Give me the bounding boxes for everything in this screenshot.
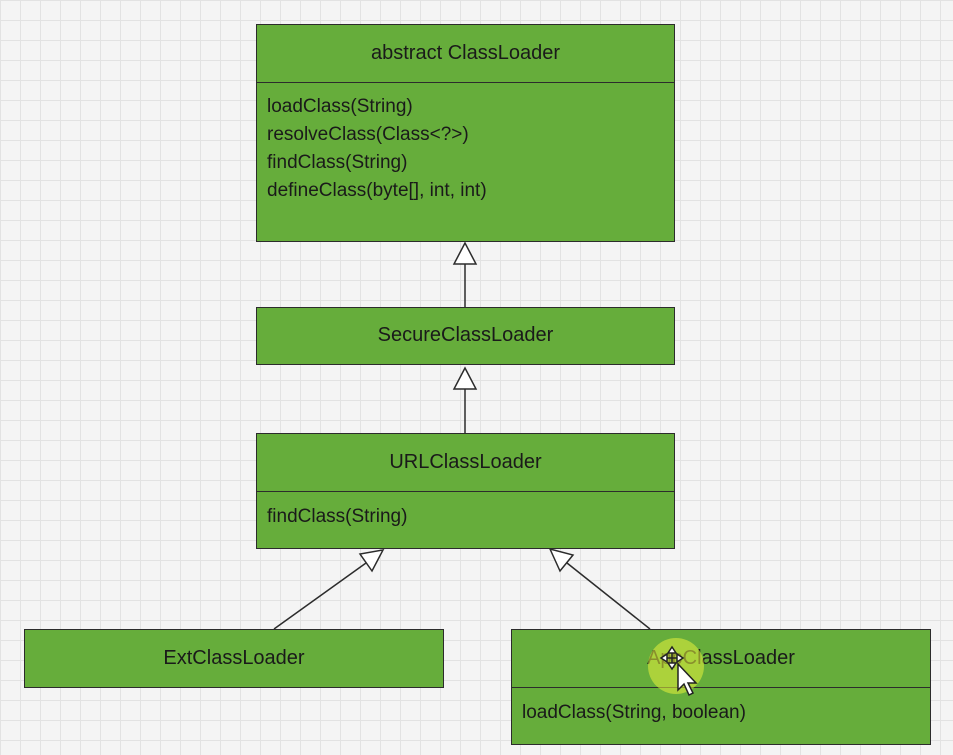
class-name: ExtClassLoader xyxy=(163,647,305,669)
class-box-extclassloader: ExtClassLoader xyxy=(24,629,444,688)
class-box-classloader: abstract ClassLoader loadClass(String) r… xyxy=(256,24,675,242)
class-box-secureclassloader: SecureClassLoader xyxy=(256,307,675,365)
method-item: findClass(String) xyxy=(267,152,408,173)
class-box-urlclassloader: URLClassLoader findClass(String) xyxy=(256,433,675,549)
inheritance-arrowhead xyxy=(358,549,385,573)
inheritance-arrowhead xyxy=(548,547,575,573)
inheritance-line-ext-to-url xyxy=(273,562,367,630)
inheritance-arrowhead xyxy=(452,366,478,390)
inheritance-line-app-to-url xyxy=(566,562,651,630)
class-name: abstract ClassLoader xyxy=(257,25,674,83)
inheritance-arrowhead xyxy=(452,241,478,265)
method-item: resolveClass(Class<?>) xyxy=(267,124,469,145)
class-name: URLClassLoader xyxy=(257,434,674,492)
method-item: defineClass(byte[], int, int) xyxy=(267,180,487,201)
class-name: SecureClassLoader xyxy=(377,324,554,346)
method-item: loadClass(String) xyxy=(267,96,413,117)
class-name: AppClassLoader xyxy=(512,630,930,688)
method-list: findClass(String) xyxy=(257,492,674,539)
method-list: loadClass(String, boolean) xyxy=(512,688,930,735)
method-list: loadClass(String) resolveClass(Class<?>)… xyxy=(257,83,674,213)
method-item: findClass(String) xyxy=(267,506,408,527)
class-box-appclassloader: AppClassLoader loadClass(String, boolean… xyxy=(511,629,931,745)
method-item: loadClass(String, boolean) xyxy=(522,702,746,723)
